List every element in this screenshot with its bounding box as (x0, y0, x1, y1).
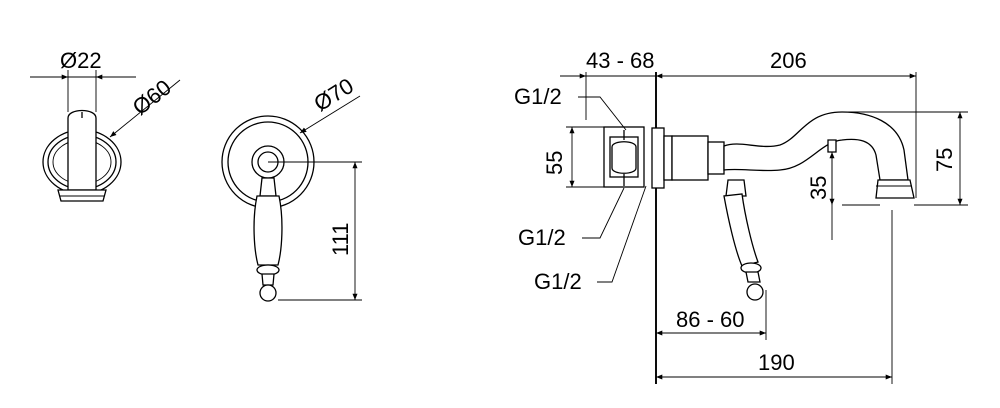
view-side-assembly (560, 72, 968, 384)
dim-width-190: 190 (758, 350, 795, 375)
dim-width-86-60: 86 - 60 (676, 307, 745, 332)
view-side-fitting (30, 70, 181, 202)
dim-height-55: 55 (542, 151, 567, 175)
dim-height-111: 111 (328, 223, 353, 256)
dim-width-43-68: 43 - 68 (586, 48, 655, 73)
dim-diameter-22: Ø22 (60, 48, 102, 73)
dim-width-206: 206 (770, 48, 807, 73)
dim-diameter-70: Ø70 (309, 73, 358, 116)
view-front-handle (221, 95, 362, 302)
label-thread-g12-middle: G1/2 (518, 225, 566, 250)
dim-height-75: 75 (932, 148, 957, 172)
label-thread-g12-bottom: G1/2 (534, 269, 582, 294)
dim-diameter-60: Ø60 (128, 75, 176, 120)
label-thread-g12-top: G1/2 (514, 84, 562, 109)
dim-height-35: 35 (806, 176, 831, 200)
